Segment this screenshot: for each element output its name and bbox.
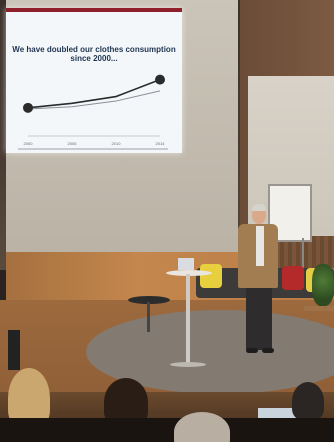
series-marker: [155, 74, 165, 85]
x-tick-label: 2014: [156, 141, 166, 146]
series-marker: [23, 102, 33, 113]
speaker-hair: [252, 204, 266, 211]
side-table: [304, 306, 334, 311]
x-tick-label: 2010: [112, 141, 122, 146]
x-tick-label: 2000: [24, 141, 34, 146]
stool-leg: [147, 302, 150, 332]
audience-member: [174, 412, 230, 442]
high-table-base: [170, 362, 206, 367]
slide-title-line-2: since 2000...: [70, 54, 118, 63]
slide-line-chart: 2000 2005 2010 2014: [23, 74, 166, 146]
flipchart-leg: [302, 238, 304, 278]
projected-slide: We have doubled our clothes consumption …: [6, 8, 182, 153]
high-table-leg: [186, 274, 190, 366]
front-seat-row: [0, 418, 334, 442]
slide-title-line-1: We have doubled our clothes consumption: [12, 45, 176, 54]
series-line-1: [27, 90, 161, 110]
speaker-shoe: [246, 348, 258, 353]
yellow-pillow: [200, 264, 222, 288]
audience-member: [292, 382, 324, 420]
stool-seat: [128, 296, 170, 304]
high-table-top: [166, 270, 212, 276]
red-pillow: [282, 266, 304, 290]
speaker-shirt: [256, 226, 264, 266]
speaker-shoe: [262, 348, 274, 353]
slide-accent-bar: [6, 8, 182, 12]
speaker-trousers: [246, 286, 272, 350]
potted-plant: [312, 264, 334, 306]
x-tick-label: 2005: [68, 141, 78, 146]
slide-title: We have doubled our clothes consumption …: [12, 45, 176, 63]
slide-footer-bar: [18, 148, 168, 150]
series-line-0: [27, 78, 161, 109]
laptop-on-table: [178, 258, 194, 270]
camera-tripod: [8, 330, 20, 370]
